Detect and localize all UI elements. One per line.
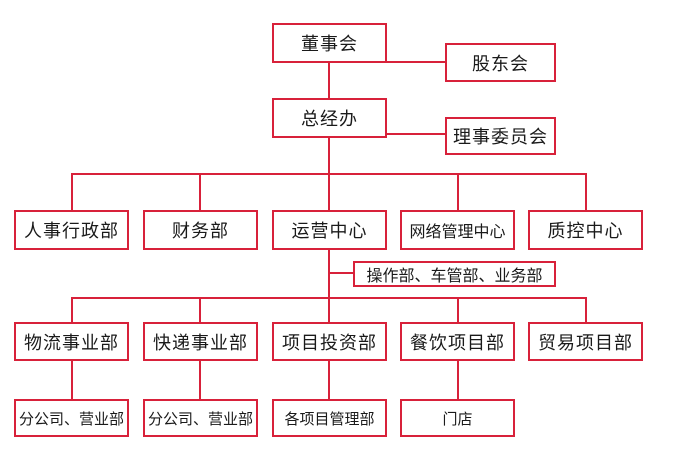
trade-project-box: 贸易项目部 (528, 322, 643, 361)
ops-departments-box: 操作部、车管部、业务部 (353, 261, 556, 287)
connector-logistics-branches (71, 361, 73, 399)
drop-finance (199, 173, 201, 210)
drop-quality-control (585, 173, 587, 210)
connector-board-gm (328, 61, 330, 98)
drop-hr-admin (71, 173, 73, 210)
connector-express-branches (199, 361, 201, 399)
quality-control-box: 质控中心 (528, 210, 643, 250)
logistics-branches-box: 分公司、营业部 (14, 399, 129, 437)
council-box: 理事委员会 (445, 117, 556, 155)
project-investment-box: 项目投资部 (272, 322, 387, 361)
express-branches-box: 分公司、营业部 (143, 399, 258, 437)
express-unit-box: 快递事业部 (143, 322, 258, 361)
drop-catering (457, 297, 459, 322)
connector-board-shareholders (386, 61, 446, 63)
shareholders-box: 股东会 (445, 43, 556, 82)
finance-box: 财务部 (143, 210, 258, 250)
connector-ops-units (328, 250, 330, 322)
connector-project-mgmt (328, 361, 330, 399)
logistics-unit-box: 物流事业部 (14, 322, 129, 361)
catering-project-box: 餐饮项目部 (400, 322, 515, 361)
drop-express (199, 297, 201, 322)
stores-box: 门店 (400, 399, 515, 437)
operations-center-box: 运营中心 (272, 210, 387, 250)
connector-gm-council (386, 133, 446, 135)
bus-business-units (71, 297, 587, 299)
board-box: 董事会 (272, 23, 387, 63)
gm-office-box: 总经办 (272, 98, 387, 138)
connector-stores (457, 361, 459, 399)
bus-centers (71, 173, 587, 175)
drop-logistics (71, 297, 73, 322)
connector-ops-departments (329, 272, 354, 274)
drop-trade (585, 297, 587, 322)
network-mgmt-box: 网络管理中心 (400, 210, 515, 250)
project-mgmt-box: 各项目管理部 (272, 399, 387, 437)
drop-network-mgmt (457, 173, 459, 210)
hr-admin-box: 人事行政部 (14, 210, 129, 250)
